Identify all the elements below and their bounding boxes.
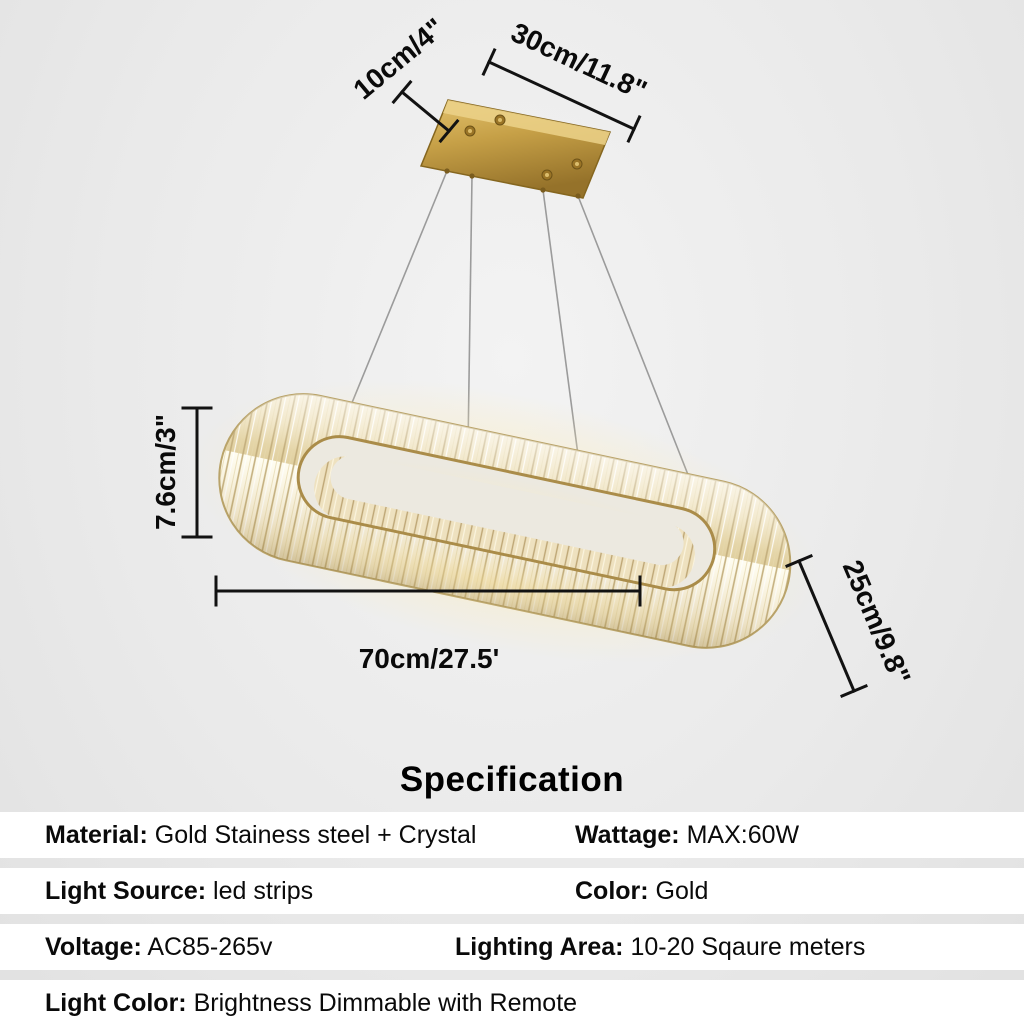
spec-row-lightsource-color: Light Source: led strips Color: Gold: [0, 868, 1024, 914]
canopy-screws: [464, 114, 583, 181]
front-band-glow: [232, 521, 751, 644]
screw-icon: [494, 114, 506, 126]
spec-cell-lighting-area: Lighting Area: 10-20 Sqaure meters: [455, 924, 865, 970]
spec-row-material-wattage: Material: Gold Stainess steel + Crystal …: [0, 812, 1024, 858]
dim-ring-length-arrow: [214, 575, 642, 607]
spec-label: Lighting Area:: [455, 933, 624, 961]
dim-canopy-depth-label: 10cm/4": [347, 12, 450, 105]
screw-icon: [464, 125, 476, 137]
spec-cell-light-source: Light Source: led strips: [45, 868, 313, 914]
spec-label: Light Color:: [45, 989, 187, 1017]
dim-ring-height-arrow: [181, 406, 213, 539]
spec-row-voltage-area: Voltage: AC85-265v Lighting Area: 10-20 …: [0, 924, 1024, 970]
specification-rows: Material: Gold Stainess steel + Crystal …: [0, 812, 1024, 1026]
spec-label: Light Source:: [45, 877, 207, 905]
spec-row-light-color: Light Color: Brightness Dimmable with Re…: [0, 980, 1024, 1026]
gold-rim: [296, 435, 717, 592]
spec-value: MAX:60W: [679, 821, 800, 849]
spec-cell-color: Color: Gold: [575, 868, 708, 914]
screw-icon: [571, 158, 583, 170]
dim-ring-width-arrow: [785, 554, 868, 698]
ceiling-canopy: [419, 99, 612, 199]
spec-value: AC85-265v: [141, 933, 273, 961]
cable-grippers: [444, 168, 581, 199]
spec-value: Brightness Dimmable with Remote: [186, 989, 578, 1017]
dim-ring-height-label: 7.6cm/3": [150, 414, 181, 530]
specification-title: Specification: [399, 760, 625, 799]
dim-canopy-width-arrow: [481, 48, 642, 143]
dim-ring-length-label: 70cm/27.5': [359, 643, 500, 674]
spec-cell-voltage: Voltage: AC85-265v: [45, 924, 272, 970]
spec-label: Voltage:: [45, 933, 142, 961]
specification-section: Specification Material: Gold Stainess st…: [0, 752, 1024, 1026]
dim-ring-width-label: 25cm/9.8": [837, 556, 917, 689]
spec-cell-material: Material: Gold Stainess steel + Crystal: [45, 812, 476, 858]
screw-icon: [541, 169, 553, 181]
dim-canopy-width-label: 30cm/11.8": [506, 17, 651, 107]
spec-label: Material:: [45, 821, 148, 849]
spec-value: led strips: [206, 877, 314, 905]
spec-label: Wattage:: [575, 821, 680, 849]
spec-cell-light-color: Light Color: Brightness Dimmable with Re…: [45, 980, 577, 1026]
crystal-ring: [190, 379, 819, 663]
spec-value: Gold Stainess steel + Crystal: [147, 821, 477, 849]
spec-cell-wattage: Wattage: MAX:60W: [575, 812, 799, 858]
spec-value: Gold: [648, 877, 709, 905]
spec-label: Color:: [575, 877, 649, 905]
spec-value: 10-20 Sqaure meters: [623, 933, 866, 961]
dim-canopy-depth-arrow: [391, 79, 460, 144]
ring-inner-band-hole: [330, 455, 684, 566]
chandelier-diagram: 10cm/4" 30cm/11.8" 7.6cm/3" 70cm/27.5': [150, 12, 917, 698]
canopy-plate-highlight: [443, 100, 610, 145]
